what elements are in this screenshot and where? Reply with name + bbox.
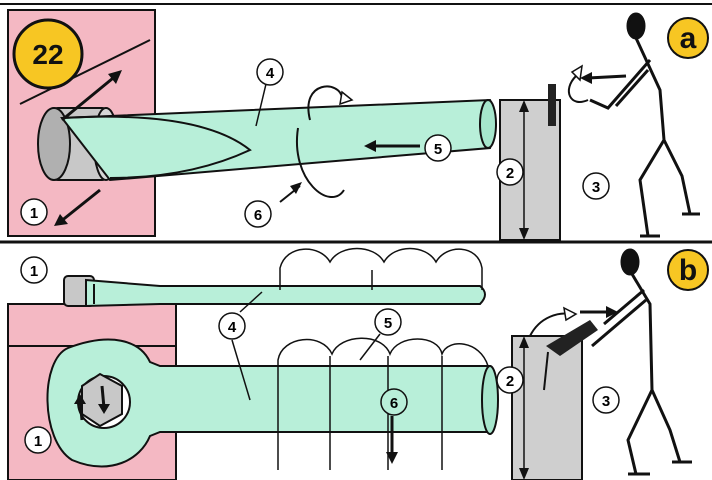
callout-label: 2 xyxy=(506,165,514,182)
callout-label: 2 xyxy=(506,373,514,390)
callout-label: 5 xyxy=(434,141,442,158)
callout-label: 1 xyxy=(34,433,42,450)
callout-b-3: 3 xyxy=(593,387,619,413)
figure-number: 22 xyxy=(32,39,63,70)
callout-a-3: 3 xyxy=(583,173,609,199)
panel-b-badge: b xyxy=(668,250,708,290)
panel-b xyxy=(8,249,692,480)
callout-label: 4 xyxy=(228,319,237,336)
vise-handle xyxy=(548,84,556,126)
callout-b-2: 2 xyxy=(497,367,523,393)
callout-label: 6 xyxy=(254,207,262,224)
wrench-top-view xyxy=(64,276,485,306)
callout-label: 1 xyxy=(30,205,38,222)
panel-a xyxy=(0,4,712,242)
callout-a-4: 4 xyxy=(257,59,283,85)
callout-b-5: 5 xyxy=(375,309,401,335)
callout-label: 6 xyxy=(390,395,398,412)
callout-label: 4 xyxy=(266,65,275,82)
callout-b-4: 4 xyxy=(219,313,245,339)
callout-a-6: 6 xyxy=(245,201,271,227)
callout-a-5: 5 xyxy=(425,135,451,161)
figure-badge: 22 xyxy=(14,20,82,88)
callout-b-6: 6 xyxy=(381,389,407,415)
callout-b-1-front: 1 xyxy=(25,427,51,453)
wrench-front-view xyxy=(47,340,498,467)
callout-label: 3 xyxy=(592,179,600,196)
callout-label: 5 xyxy=(384,315,392,332)
panel-letter: a xyxy=(680,22,697,55)
force-zone-top xyxy=(280,249,482,291)
callout-label: 3 xyxy=(602,393,610,410)
panel-a-badge: a xyxy=(668,18,708,58)
callout-label: 1 xyxy=(30,263,38,280)
panel-letter: b xyxy=(679,254,697,287)
wall-surface-top xyxy=(8,304,176,346)
callout-a-1: 1 xyxy=(21,199,47,225)
callout-b-1-top: 1 xyxy=(21,257,47,283)
callout-a-2: 2 xyxy=(497,159,523,185)
